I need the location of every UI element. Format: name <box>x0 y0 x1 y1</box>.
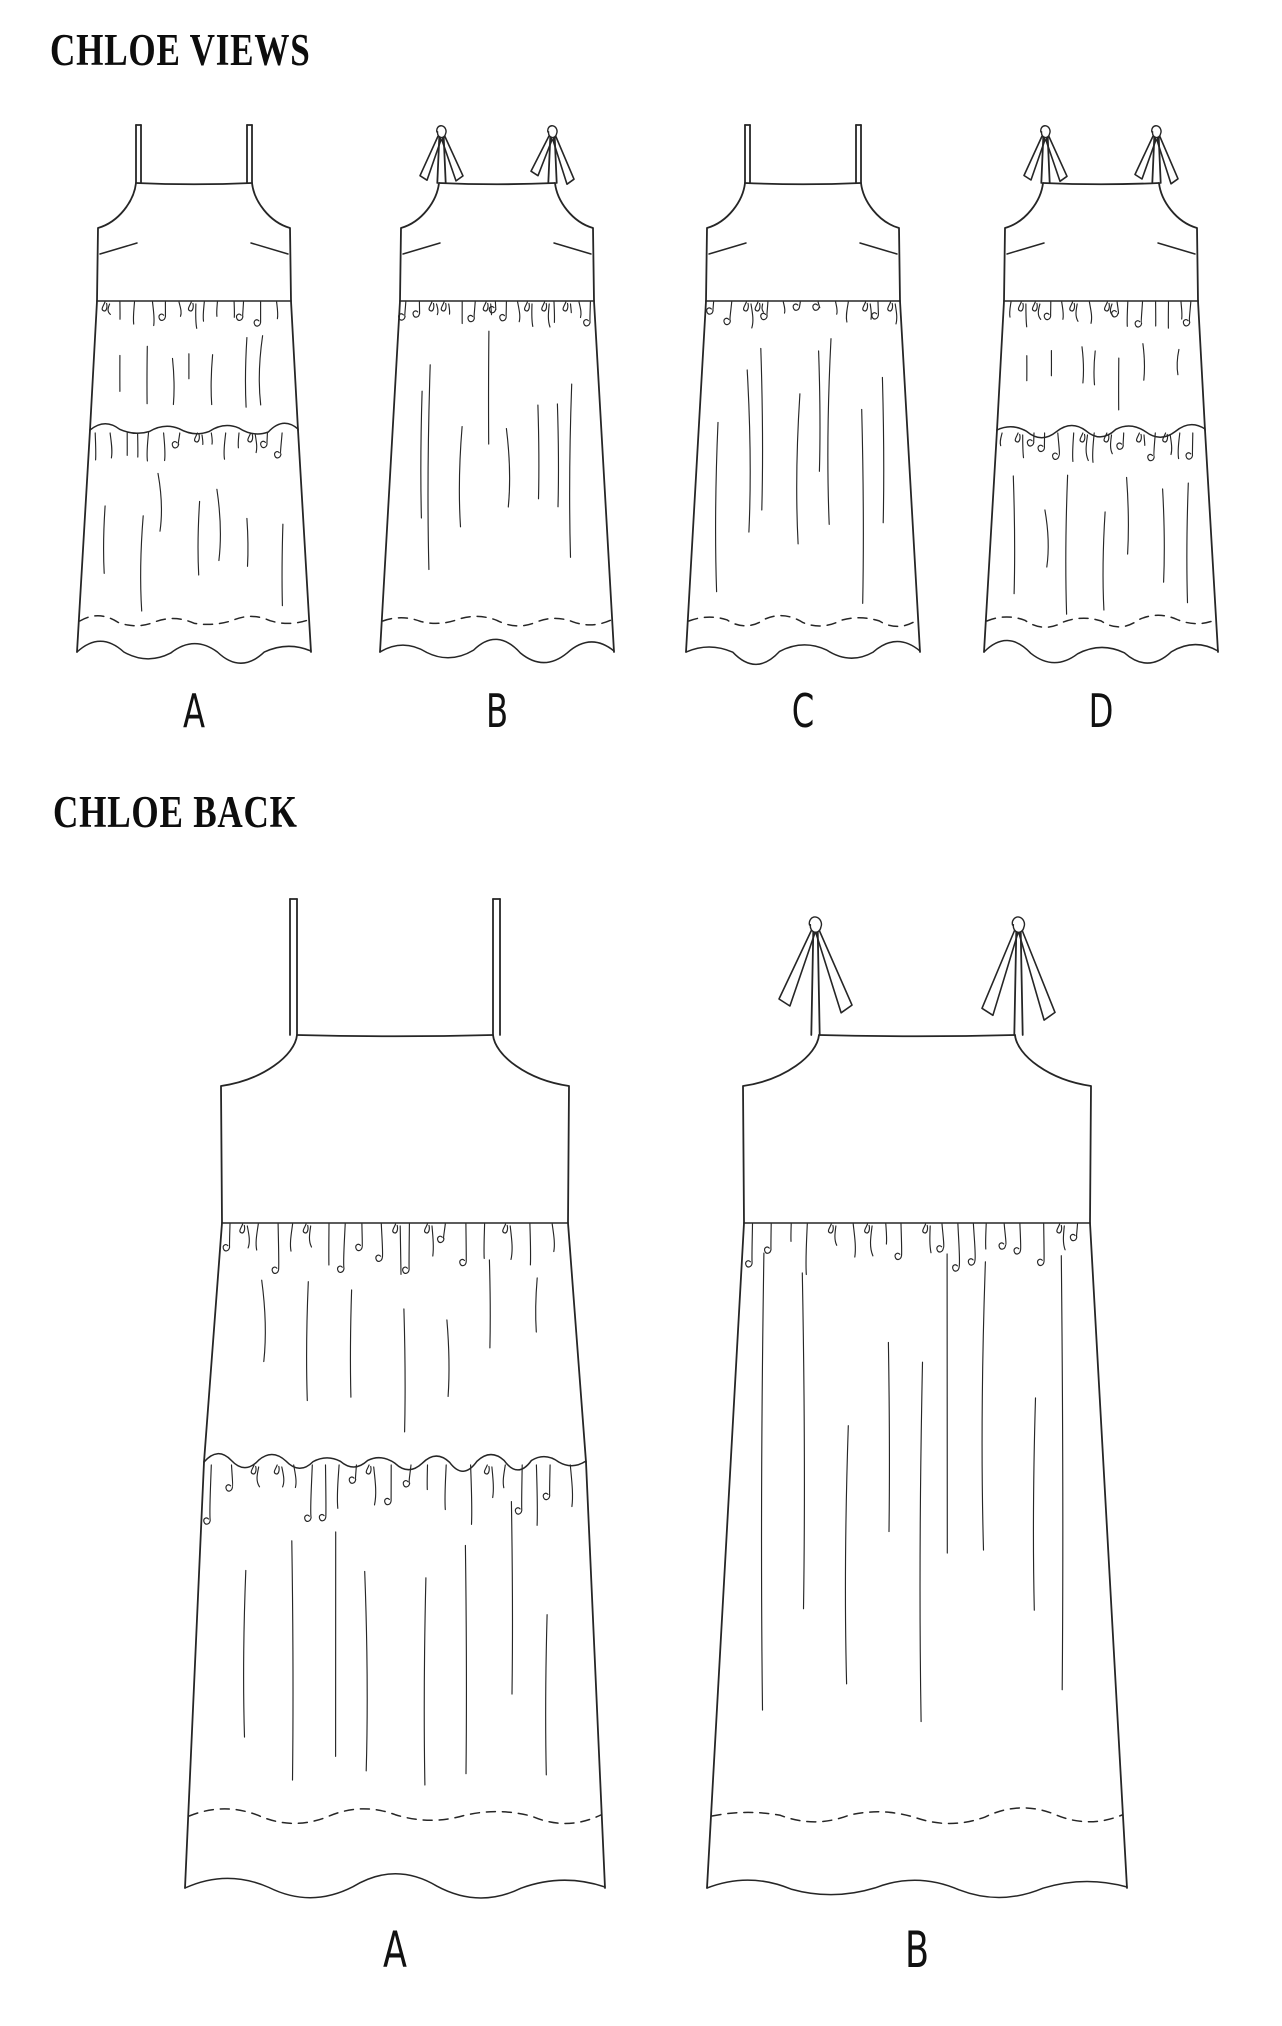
section-title-chloe-views: CHLOE VIEWS <box>50 25 311 75</box>
front-view-label-b: B <box>485 684 509 738</box>
dress-front-view-d <box>983 125 1219 664</box>
dress-back-view-b <box>706 916 1128 1899</box>
front-view-label-c: C <box>791 684 815 738</box>
dress-front-view-b <box>379 125 615 664</box>
front-view-label-a: A <box>182 684 206 738</box>
back-view-label-a: A <box>383 1921 407 1979</box>
dress-back-view-a <box>184 898 606 1899</box>
back-view-label-b: B <box>904 1921 930 1979</box>
front-view-label-d: D <box>1088 684 1114 738</box>
section-title-chloe-back: CHLOE BACK <box>53 787 298 837</box>
dress-front-view-c <box>685 124 921 666</box>
dress-front-view-a <box>76 124 312 664</box>
